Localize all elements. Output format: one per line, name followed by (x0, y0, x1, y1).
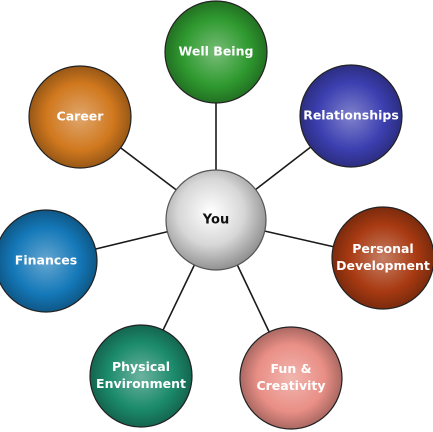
node-circle-well-being (164, 0, 268, 104)
spoke-relationships (253, 145, 313, 192)
node-relationships: Relationships (299, 64, 403, 168)
node-circle-personal-development (331, 206, 433, 310)
node-circle-career (28, 65, 132, 169)
center-circle (165, 169, 267, 271)
node-label-physical-environment: Environment (96, 376, 186, 391)
node-label-fun-creativity: Fun & (271, 361, 312, 376)
node-label-career: Career (57, 109, 105, 124)
node-label-finances: Finances (15, 253, 77, 268)
node-circle-physical-environment (89, 324, 193, 428)
spoke-physical-environment (161, 262, 196, 333)
node-fun-creativity: Fun & Creativity (239, 326, 343, 430)
spoke-career (118, 145, 179, 192)
node-label-fun-creativity: Creativity (256, 378, 325, 393)
node-label-personal-development: Personal (352, 241, 413, 256)
spoke-finances (93, 230, 170, 251)
node-label-personal-development: Development (336, 258, 430, 273)
center-label: You (202, 213, 229, 228)
node-finances: Finances (0, 209, 98, 313)
node-circle-fun-creativity (239, 326, 343, 430)
spoke-fun-creativity (235, 263, 271, 335)
node-circle-finances (0, 209, 98, 313)
node-circle-relationships (299, 64, 403, 168)
node-label-physical-environment: Physical (112, 359, 170, 374)
node-label-relationships: Relationships (303, 108, 399, 123)
node-career: Career (28, 65, 132, 169)
node-label-well-being: Well Being (179, 44, 254, 59)
spoke-personal-development (262, 229, 336, 248)
center-node: You (165, 169, 267, 271)
spokes (93, 101, 336, 335)
node-well-being: Well Being (164, 0, 268, 104)
